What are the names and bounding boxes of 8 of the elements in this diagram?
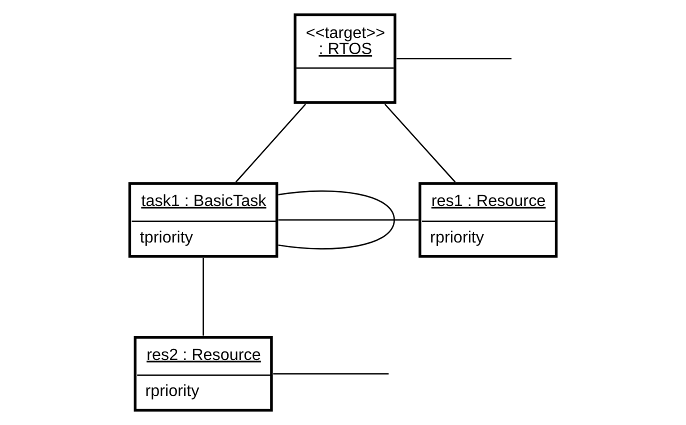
connector (202, 258, 204, 336)
connector (396, 58, 512, 60)
connector (278, 219, 418, 221)
connector (273, 373, 389, 374)
connector (384, 104, 456, 183)
connector (278, 190, 395, 250)
connector (235, 104, 306, 183)
node-box: <<target>> : RTOS (294, 13, 396, 104)
